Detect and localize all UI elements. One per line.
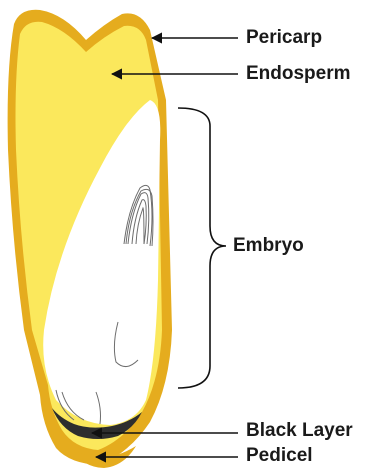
- black-layer-label: Black Layer: [246, 420, 353, 442]
- embryo-label: Embryo: [233, 235, 304, 257]
- endosperm-label: Endosperm: [246, 63, 351, 85]
- pericarp-label: Pericarp: [246, 27, 322, 49]
- embryo-brace: [178, 108, 226, 388]
- pedicel-label: Pedicel: [246, 445, 313, 467]
